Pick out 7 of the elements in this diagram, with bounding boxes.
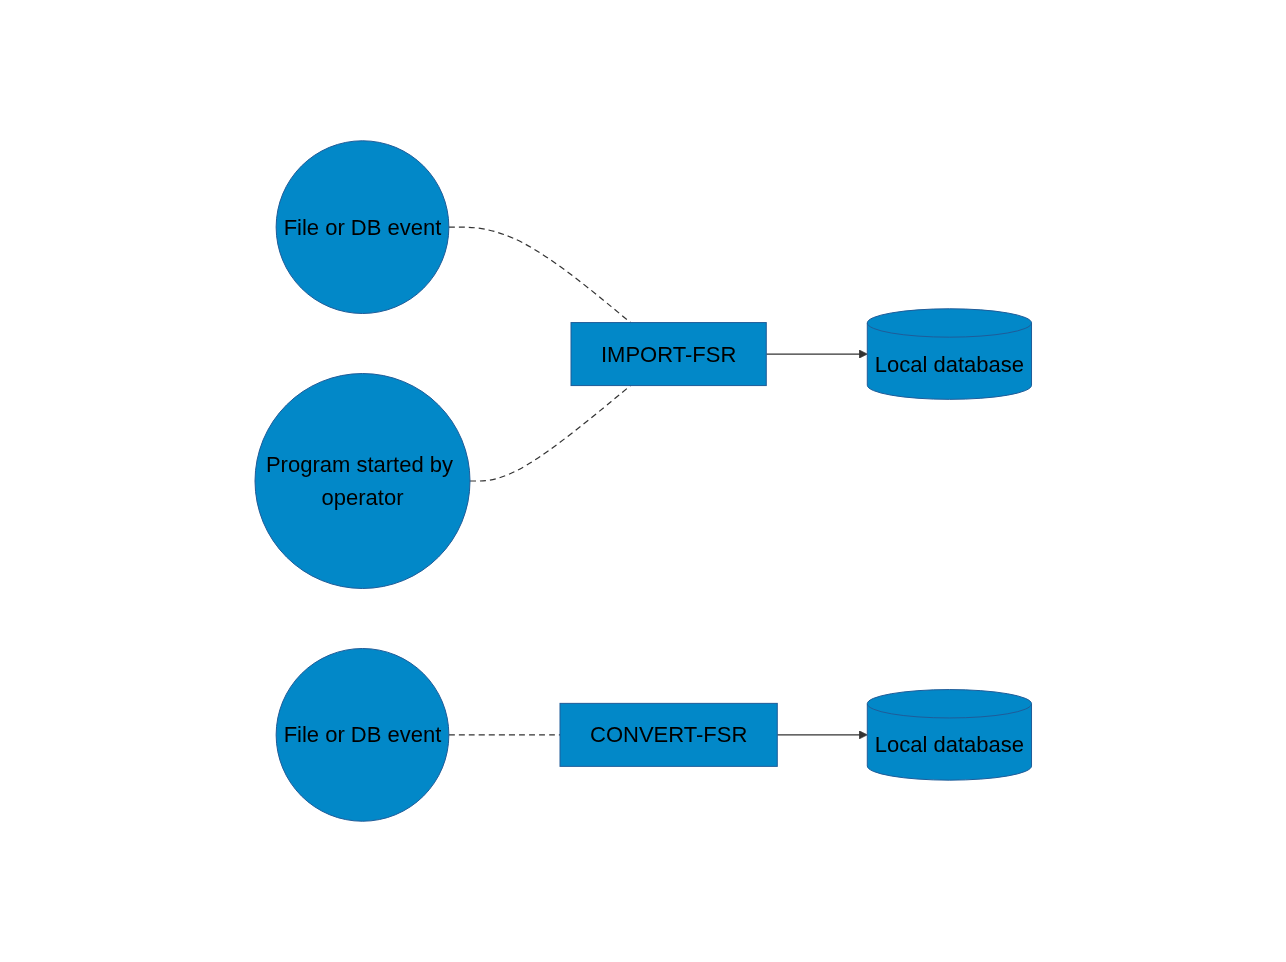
- node-circle: Program started by operator: [254, 373, 471, 589]
- node-circle: File or DB event: [275, 140, 450, 314]
- arrow: [776, 730, 868, 740]
- node-box: CONVERT-FSR: [559, 702, 778, 767]
- arrow: [765, 349, 868, 359]
- node-box: IMPORT-FSR: [570, 322, 767, 387]
- node-circle: File or DB event: [275, 648, 450, 822]
